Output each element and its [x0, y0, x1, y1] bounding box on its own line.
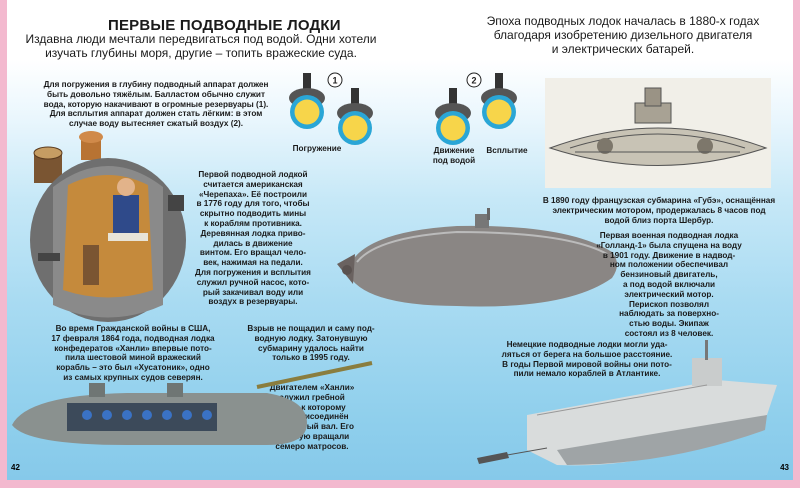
- gubet-submarine-illustration: [545, 78, 771, 188]
- german-text: Немецкие подводные лодки могли уда-лятьс…: [501, 340, 673, 379]
- book-spread: ПЕРВЫЕ ПОДВОДНЫЕ ЛОДКИ Издавна люди мечт…: [7, 0, 793, 480]
- hunley-text: Во время Гражданской войны в США,17 февр…: [51, 324, 215, 382]
- page-number-right: 43: [780, 463, 789, 472]
- page-title: ПЕРВЫЕ ПОДВОДНЫЕ ЛОДКИ: [108, 17, 341, 34]
- hunley-submarine-illustration: [12, 361, 373, 445]
- submarine-cross-section-3: [435, 88, 471, 145]
- submarine-cross-section-2: [337, 88, 373, 145]
- submarine-cross-section-4: [481, 73, 517, 129]
- holland-submarine-illustration: [337, 208, 617, 307]
- explosion-text: Взрыв не пощадил и саму под-водную лодку…: [247, 324, 375, 363]
- dive-diagram: 1: [289, 72, 373, 145]
- german-uboat-illustration: [477, 340, 777, 466]
- page-number-left: 42: [11, 463, 20, 472]
- right-intro: Эпоха подводных лодок началась в 1880-х …: [486, 14, 760, 56]
- label-surface: Всплытие: [486, 146, 528, 155]
- submarine-cross-section-1: [289, 73, 325, 129]
- marker-2: 2: [471, 76, 476, 86]
- marker-1: 1: [332, 76, 337, 86]
- gubet-text: В 1890 году французская субмарина «Губэ»…: [542, 196, 776, 225]
- ballast-text: Для погружения в глубину подводный аппар…: [43, 80, 269, 129]
- surface-diagram: 2: [435, 72, 517, 145]
- label-dive: Погружение: [292, 144, 342, 153]
- holland-text: Первая военная подводная лодка«Голланд-1…: [596, 231, 742, 338]
- left-intro: Издавна люди мечтали передвигаться под в…: [25, 32, 377, 60]
- barrel-icon: [33, 146, 63, 183]
- turtle-submarine-illustration: [30, 131, 186, 322]
